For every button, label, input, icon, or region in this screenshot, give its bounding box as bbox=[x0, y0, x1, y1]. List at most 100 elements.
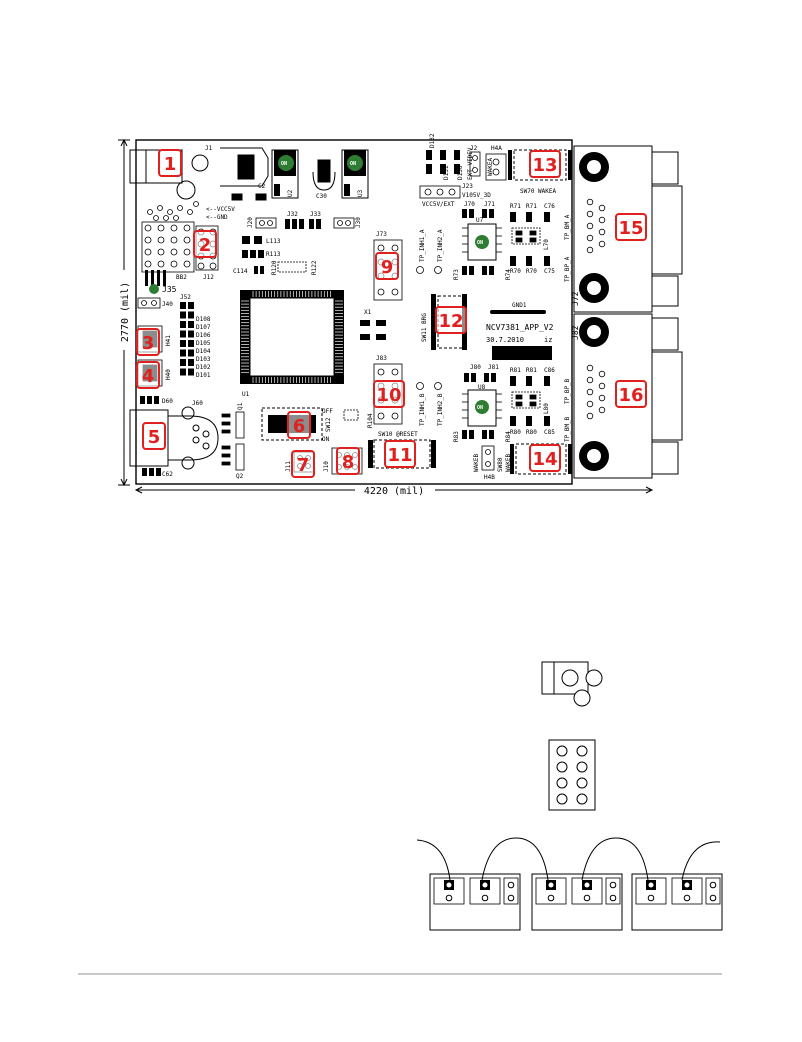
regulator-u2: ON bbox=[271, 149, 299, 199]
callout-box bbox=[529, 150, 561, 178]
callout-number: 5 bbox=[148, 427, 161, 448]
label-j20: J20 bbox=[247, 217, 254, 228]
callout-box bbox=[287, 411, 311, 439]
led-segment bbox=[180, 340, 186, 347]
legend-header-symbol bbox=[548, 739, 596, 811]
testpoints-inh-b bbox=[416, 382, 442, 390]
label-ext-videv: EXT_VIDEV bbox=[467, 147, 474, 180]
bb2-pin bbox=[157, 224, 165, 232]
db9-pin bbox=[598, 394, 606, 402]
led-bar-j52 bbox=[180, 302, 194, 376]
via-array bbox=[147, 201, 199, 221]
db9-pin bbox=[586, 364, 594, 372]
led-segment bbox=[188, 340, 194, 347]
callout-box bbox=[373, 380, 405, 408]
legend-pin bbox=[548, 882, 554, 888]
label-d101: D101 bbox=[196, 372, 211, 379]
transistor-q1 bbox=[221, 411, 245, 439]
mount-hole-inner bbox=[587, 449, 601, 463]
callout-box bbox=[384, 440, 416, 468]
gnd-bar bbox=[490, 310, 546, 314]
label-r80-a: R80 bbox=[510, 429, 521, 436]
connector-j82 bbox=[573, 313, 683, 479]
label-u8: U8 bbox=[478, 384, 486, 391]
crystal-x1 bbox=[360, 320, 386, 340]
label-r70-a: R70 bbox=[510, 268, 521, 275]
label-u3: U3 bbox=[357, 189, 364, 197]
callout-number: 10 bbox=[376, 385, 401, 406]
label-r70-b: R70 bbox=[526, 268, 537, 275]
label-j33: J33 bbox=[310, 211, 321, 218]
board-outline bbox=[135, 139, 573, 485]
label-x1: X1 bbox=[364, 309, 372, 316]
label-h4b: H4B bbox=[484, 474, 495, 481]
led-segment bbox=[188, 330, 194, 338]
label-j32: J32 bbox=[287, 211, 298, 218]
callout-number: 6 bbox=[293, 416, 306, 437]
label-j71: J71 bbox=[484, 201, 495, 208]
callout-box bbox=[615, 213, 647, 241]
callout-box bbox=[435, 306, 467, 334]
bb2-pin bbox=[170, 236, 178, 244]
db9-pin bbox=[586, 376, 594, 384]
capacitor-c2 bbox=[220, 147, 269, 201]
legend-pin bbox=[609, 894, 617, 902]
width-label: 4220 (mil) bbox=[364, 486, 424, 497]
header-j20 bbox=[255, 217, 277, 229]
legend-pin bbox=[647, 894, 655, 902]
label-vcc-select: VCC5V/EXT bbox=[422, 201, 455, 208]
mount-hole bbox=[181, 406, 195, 420]
label-r120: R120 bbox=[271, 260, 278, 275]
label-d107: D107 bbox=[196, 324, 211, 331]
bb2-pin bbox=[170, 260, 178, 268]
callout-number: 1 bbox=[164, 154, 177, 175]
label-c85: C85 bbox=[544, 429, 555, 436]
label-j10: J10 bbox=[323, 461, 330, 472]
legend-arc bbox=[681, 841, 721, 881]
label-c114: C114 bbox=[233, 268, 248, 275]
label-j80: J80 bbox=[470, 364, 481, 371]
label-j30: J30 bbox=[355, 217, 362, 228]
bb2-pin bbox=[183, 260, 191, 268]
bb2-pin bbox=[183, 248, 191, 256]
mount-hole-inner bbox=[587, 325, 601, 339]
testpoints-inh-a bbox=[416, 266, 442, 274]
callout-number: 11 bbox=[387, 445, 412, 466]
label-r80-b: R80 bbox=[526, 429, 537, 436]
legend-pin bbox=[446, 882, 452, 888]
db9-pin bbox=[598, 382, 606, 390]
j82-pins bbox=[586, 364, 606, 420]
label-r81-a: R81 bbox=[510, 367, 521, 374]
label-j81: J81 bbox=[488, 364, 499, 371]
legend-pin-group bbox=[571, 877, 603, 905]
label-d102: D102 bbox=[196, 364, 211, 371]
callout-number: 16 bbox=[618, 385, 643, 406]
label-r71-a: R71 bbox=[510, 203, 521, 210]
legend-pin-group bbox=[433, 877, 465, 905]
legend-pin-group bbox=[635, 877, 667, 905]
board-date: 30.7.2010 bbox=[486, 336, 524, 344]
label-wake-a: SW70 WAKEA bbox=[520, 188, 557, 195]
label-q1: Q1 bbox=[237, 402, 244, 410]
button-h4a bbox=[485, 153, 507, 181]
label-tp-bp-b: TP_BP_B bbox=[564, 378, 571, 404]
label-r122: R122 bbox=[311, 260, 318, 275]
label-j83: J83 bbox=[376, 355, 387, 362]
legend-jumper-block bbox=[531, 873, 623, 931]
callout-box bbox=[336, 447, 360, 475]
label-q2: Q2 bbox=[236, 473, 244, 480]
bb2-pin bbox=[144, 248, 152, 256]
label-h41: H41 bbox=[165, 335, 172, 346]
led-segment bbox=[180, 330, 186, 338]
label-tp-inh2-a: TP_INH2_A bbox=[437, 229, 444, 262]
db9-pin bbox=[586, 198, 594, 206]
callout-box bbox=[529, 444, 561, 472]
legend-pin-group bbox=[671, 877, 703, 905]
bb2-pin bbox=[144, 236, 152, 244]
led-segment bbox=[180, 311, 186, 319]
led-segment bbox=[188, 359, 194, 366]
bb2-pin bbox=[170, 248, 178, 256]
inductor-l113 bbox=[242, 236, 264, 258]
